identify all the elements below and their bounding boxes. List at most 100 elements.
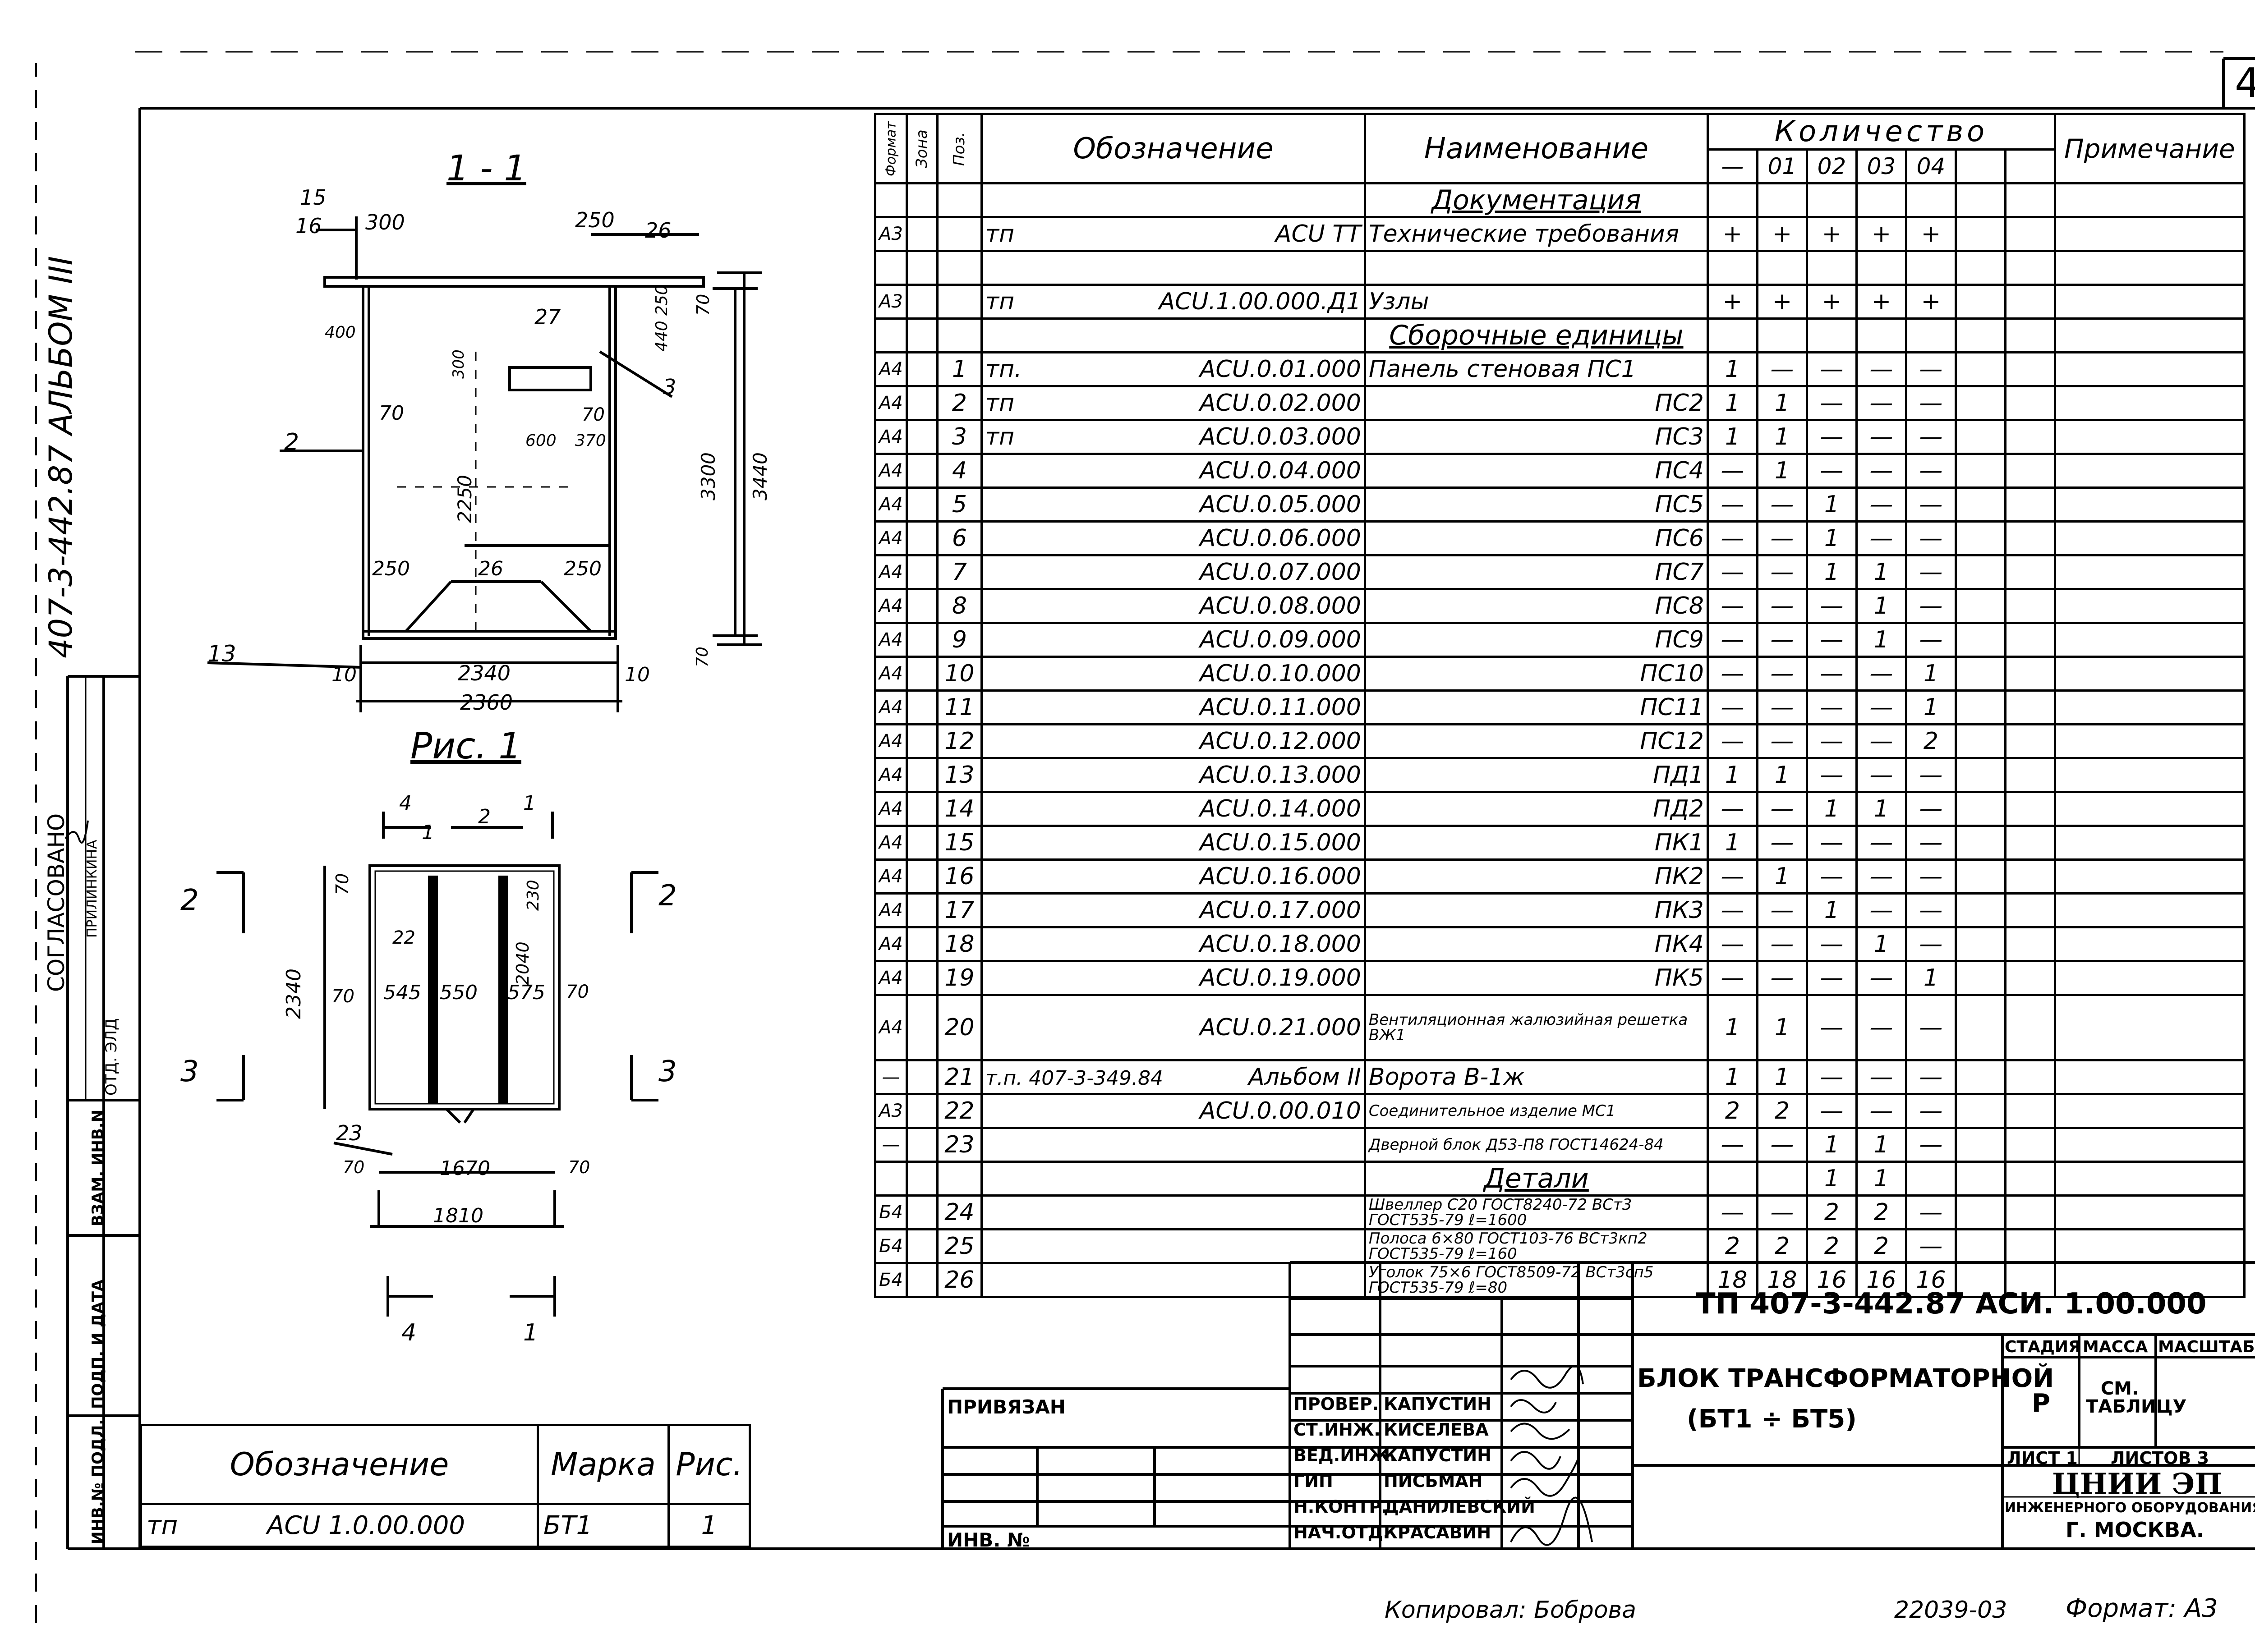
role-title: Н.КОНТР.	[1293, 1497, 1388, 1517]
cell-empty	[1954, 486, 2006, 523]
cell-designation: АСU.0.21.000	[980, 994, 1366, 1061]
cell-format: А3	[874, 1093, 908, 1129]
cell-qty: 1	[1855, 926, 1907, 962]
cell-empty	[2004, 1161, 2056, 1197]
cell-note	[2053, 1127, 2246, 1163]
section-1-1-lines	[207, 216, 762, 712]
dim-label: 2340	[458, 661, 511, 685]
role-name: ПИСЬМАН	[1384, 1471, 1483, 1491]
fig-mark: 70	[343, 1157, 365, 1177]
cell-qty	[1905, 250, 1957, 286]
cell-empty	[1954, 554, 2006, 590]
cell-pos: 16	[936, 858, 983, 895]
fig-mark: 545	[383, 981, 421, 1004]
cell-empty	[2004, 757, 2056, 793]
document-code: ТП 407-3-442.87 АСИ. 1.00.000	[1696, 1287, 2207, 1321]
cell-qty: +	[1855, 216, 1907, 252]
cell-zone	[905, 554, 939, 590]
cell-qty: 1	[1855, 554, 1907, 590]
header-qty-extra	[1954, 148, 2006, 184]
cell-qty: —	[1805, 926, 1858, 962]
cell-designation: АСU.0.10.000	[980, 656, 1366, 692]
cell-zone	[905, 656, 939, 692]
cell-format: А3	[874, 284, 908, 320]
cell-pos: 11	[936, 689, 983, 725]
cell-zone	[905, 1059, 939, 1095]
cell-qty	[1855, 317, 1907, 353]
cell-note	[2053, 419, 2246, 455]
cell-note	[2053, 250, 2246, 286]
cell-pos: 25	[936, 1228, 983, 1264]
dim-label: 70	[379, 402, 404, 425]
cell-qty: 16	[1905, 1262, 1957, 1298]
cell-note	[2053, 1161, 2246, 1197]
dim-label: 370	[575, 431, 606, 450]
cell-format: А4	[874, 385, 908, 421]
designation-code: АСU.0.03.000	[1199, 423, 1361, 450]
cell-empty	[2004, 656, 2056, 692]
cell-qty: —	[1855, 825, 1907, 861]
cell-format: А4	[874, 825, 908, 861]
cell-qty	[1905, 317, 1957, 353]
cell-qty: —	[1756, 554, 1808, 590]
stamp-signature	[64, 820, 89, 844]
cell-pos: 7	[936, 554, 983, 590]
cell-qty: 1	[1905, 656, 1957, 692]
cell-qty: —	[1855, 385, 1907, 421]
cell-designation: АСU.0.15.000	[980, 825, 1366, 861]
marking-mark: БТ1	[537, 1503, 670, 1548]
designation-code: АСU.0.07.000	[1199, 559, 1361, 586]
cell-name: Дверной блок Д53-П8 ГОСТ14624-84	[1363, 1127, 1709, 1163]
cell-qty: —	[1905, 926, 1957, 962]
cell-qty	[1855, 250, 1907, 286]
cell-pos: 13	[936, 757, 983, 793]
marking-prefix: тп	[147, 1510, 178, 1540]
cell-note	[2053, 520, 2246, 556]
cell-name: Швеллер С20 ГОСТ8240-72 ВСт3 ГОСТ535-79 …	[1363, 1194, 1709, 1230]
cell-note	[2053, 757, 2246, 793]
cell-designation: АСU.0.17.000	[980, 892, 1366, 928]
cell-zone	[905, 250, 939, 286]
cell-qty: 1	[1706, 351, 1758, 387]
cell-qty: —	[1706, 656, 1758, 692]
cell-qty: —	[1905, 520, 1957, 556]
header-note: Примечание	[2053, 113, 2246, 184]
cell-format: А4	[874, 351, 908, 387]
fig-section-mark: 3	[180, 1055, 199, 1088]
cell-qty	[1905, 1161, 1957, 1197]
cell-qty: —	[1905, 892, 1957, 928]
cell-format: А4	[874, 520, 908, 556]
cell-name: ПД1	[1363, 757, 1709, 793]
cell-designation: АСU.0.08.000	[980, 588, 1366, 624]
cell-qty: —	[1756, 689, 1808, 725]
role-title: НАЧ.ОТД.	[1293, 1523, 1390, 1542]
cell-qty: —	[1855, 453, 1907, 489]
cell-qty: 1	[1855, 791, 1907, 827]
cell-empty	[1954, 1228, 2006, 1264]
cell-empty	[2004, 317, 2056, 353]
fig-mark: 70	[568, 1157, 590, 1177]
cell-format: А4	[874, 858, 908, 895]
cell-empty	[1954, 1127, 2006, 1163]
cell-qty: —	[1905, 994, 1957, 1061]
marking-code: АСU 1.0.00.000	[267, 1510, 465, 1540]
cell-qty: —	[1905, 1093, 1957, 1129]
cell-name: ПК1	[1363, 825, 1709, 861]
cell-qty: —	[1805, 960, 1858, 996]
cell-pos: 23	[936, 1127, 983, 1163]
cell-designation: АСU.0.00.010	[980, 1093, 1366, 1129]
cell-note	[2053, 284, 2246, 320]
cell-qty: +	[1706, 216, 1758, 252]
cell-name: ПС4	[1363, 453, 1709, 489]
cell-zone	[905, 689, 939, 725]
cell-qty: 1	[1855, 588, 1907, 624]
cell-note	[2053, 960, 2246, 996]
cell-format: А4	[874, 453, 908, 489]
cell-qty: —	[1706, 486, 1758, 523]
